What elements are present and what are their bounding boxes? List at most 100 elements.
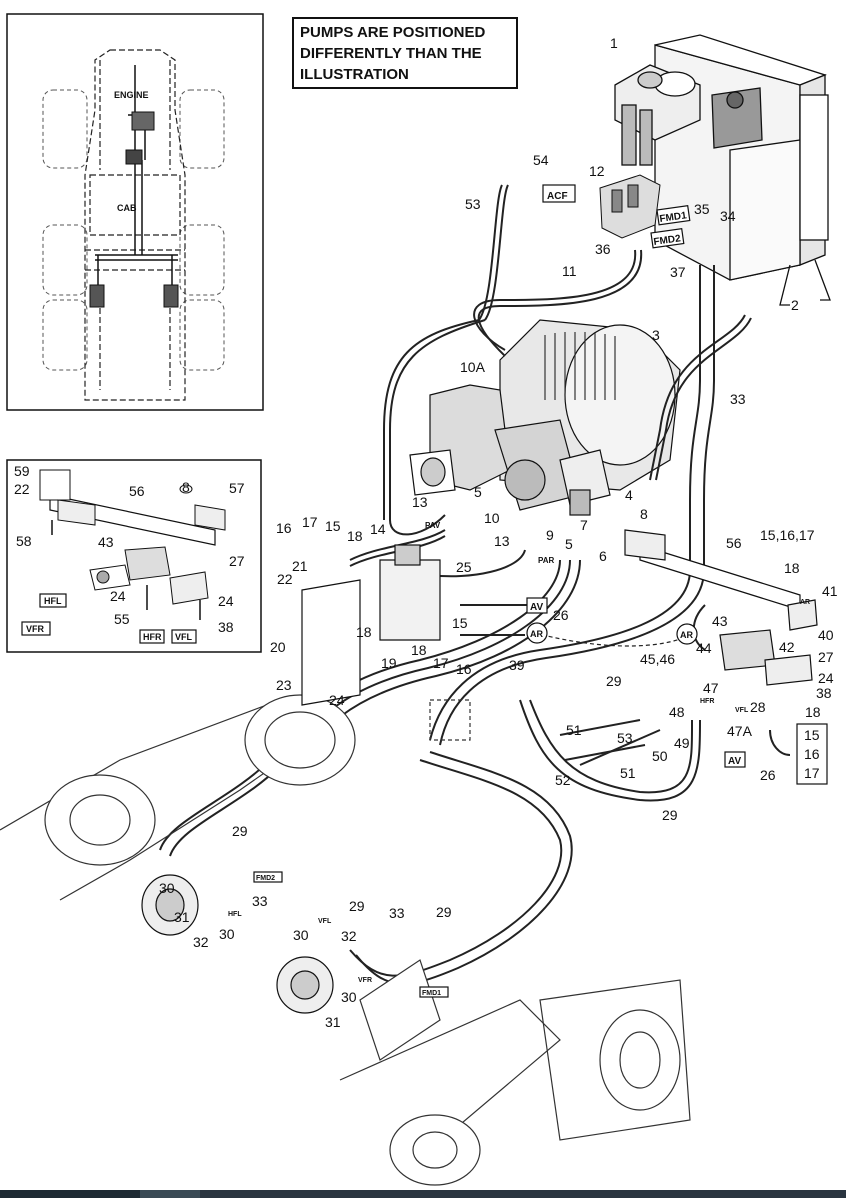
par-tag: PAR xyxy=(538,556,555,565)
callout-c28: 28 xyxy=(750,699,766,715)
callout-c18d: 18 xyxy=(784,560,800,576)
callout-c9: 9 xyxy=(546,527,554,543)
callout-c18c: 18 xyxy=(411,642,427,658)
callout-c47a: 47A xyxy=(727,723,753,739)
vfl-left-small-tag: VFL xyxy=(318,918,332,925)
vfr-tag: VFR xyxy=(26,624,45,634)
callout-c10: 10 xyxy=(484,510,500,526)
callout-c55: 55 xyxy=(114,611,130,627)
callout-c29d: 29 xyxy=(436,904,452,920)
bottom-bar-segment-2 xyxy=(140,1190,200,1198)
hydraulic-tank xyxy=(614,34,831,306)
callout-c30a: 30 xyxy=(159,880,175,896)
callout-c5b: 5 xyxy=(565,536,573,552)
fmd1-top-tag: FMD1 xyxy=(659,210,688,225)
callout-c18a: 18 xyxy=(347,528,363,544)
callout-c29c: 29 xyxy=(349,898,365,914)
callout-c32b: 32 xyxy=(341,928,357,944)
hfr-small-tag: HFR xyxy=(700,698,714,705)
callout-c53a: 53 xyxy=(465,196,481,212)
ar-right-circle-tag: AR xyxy=(680,630,693,640)
callout-c18e: 18 xyxy=(805,704,821,720)
callout-c4: 4 xyxy=(625,487,633,503)
callout-c52: 52 xyxy=(555,772,571,788)
callout-c33a: 33 xyxy=(730,391,746,407)
av-mid-tag: AV xyxy=(530,602,543,613)
callout-c3: 3 xyxy=(652,327,660,343)
callout-c8a: 8 xyxy=(182,479,190,495)
vfl-small-tag: VFL xyxy=(735,707,749,714)
callout-c27a: 27 xyxy=(229,553,245,569)
fmd1-low-tag: FMD1 xyxy=(422,990,441,997)
callout-c58: 58 xyxy=(16,533,32,549)
callout-c50: 50 xyxy=(652,748,668,764)
callout-c59: 59 xyxy=(14,463,30,479)
callout-c47: 47 xyxy=(703,680,719,696)
ar-mid-circle-tag: AR xyxy=(530,629,543,639)
callout-c26b: 26 xyxy=(760,767,776,783)
hfl-small-tag: HFL xyxy=(228,911,242,918)
callout-c36: 36 xyxy=(595,241,611,257)
note-line-1: PUMPS ARE POSITIONED xyxy=(300,24,486,41)
callout-c53b: 53 xyxy=(617,730,633,746)
callout-c29b: 29 xyxy=(232,823,248,839)
callout-c19: 19 xyxy=(381,655,397,671)
callout-c43b: 43 xyxy=(712,613,728,629)
callout-c17b: 17 xyxy=(433,655,449,671)
callout-c30b: 30 xyxy=(219,926,235,942)
bottom-status-bar xyxy=(0,1190,846,1198)
callout-c54: 54 xyxy=(533,152,549,168)
callout-c11: 11 xyxy=(562,263,577,279)
callout-c29a: 29 xyxy=(606,673,622,689)
callout-c16b: 16 xyxy=(456,661,472,677)
pav-tag: PAV xyxy=(425,521,441,530)
ar-dashed-line xyxy=(534,632,691,647)
callout-c15a: 15 xyxy=(325,518,341,534)
callout-c31b: 31 xyxy=(325,1014,341,1030)
callout-c42: 42 xyxy=(779,639,795,655)
callout-c24b: 24 xyxy=(218,593,234,609)
callout-c32a: 32 xyxy=(193,934,209,950)
callout-c30d: 30 xyxy=(341,989,357,1005)
sensor-bracket-inset xyxy=(6,459,262,653)
callout-c33b: 33 xyxy=(252,893,268,909)
fmd2-top-tag: FMD2 xyxy=(653,233,682,248)
callout-c7: 7 xyxy=(580,517,588,533)
callout-c24c: 24 xyxy=(329,692,345,708)
callout-c14: 14 xyxy=(370,521,386,537)
callout-c40: 40 xyxy=(818,627,834,643)
callout-c57: 57 xyxy=(229,480,245,496)
callout-c56a: 56 xyxy=(129,483,145,499)
callout-c2: 2 xyxy=(791,297,799,313)
pumps-position-note: PUMPS ARE POSITIONED DIFFERENTLY THAN TH… xyxy=(292,17,518,89)
acf-tag: ACF xyxy=(547,191,568,202)
callout-c56b: 56 xyxy=(726,535,742,551)
callout-c48: 48 xyxy=(669,704,685,720)
callout-c24d: 24 xyxy=(818,670,834,686)
callout-c25: 25 xyxy=(456,559,472,575)
bottom-bar-segment-1 xyxy=(0,1190,140,1198)
priority-valve xyxy=(599,174,661,239)
fmd2-low-tag: FMD2 xyxy=(256,875,275,882)
callout-c13a: 13 xyxy=(412,494,428,510)
callout-c27b: 27 xyxy=(818,649,834,665)
callout-c51b: 51 xyxy=(620,765,636,781)
ref-stack-15: 15 xyxy=(804,727,820,743)
vfl-tag: VFL xyxy=(175,632,193,642)
callout-c20: 20 xyxy=(270,639,286,655)
ar-small-tag: AR xyxy=(800,599,810,606)
callout-c51a: 51 xyxy=(566,722,582,738)
axle-frame xyxy=(0,694,691,1186)
callout-layer: 123455678891010A1112131314151515,16,1716… xyxy=(14,35,838,1030)
machine-overview-inset: ENGINE CAB xyxy=(6,13,264,411)
callout-c26a: 26 xyxy=(553,607,569,623)
callout-c1: 1 xyxy=(610,35,618,51)
boxed-tags xyxy=(21,184,828,998)
callout-c12: 12 xyxy=(589,163,605,179)
callout-c4546: 45,46 xyxy=(640,651,675,667)
callout-c33c: 33 xyxy=(389,905,405,921)
overview-cab-label: CAB xyxy=(117,203,137,213)
vfr-left-small-tag: VFR xyxy=(358,977,372,984)
ref-stack-17: 17 xyxy=(804,765,820,781)
